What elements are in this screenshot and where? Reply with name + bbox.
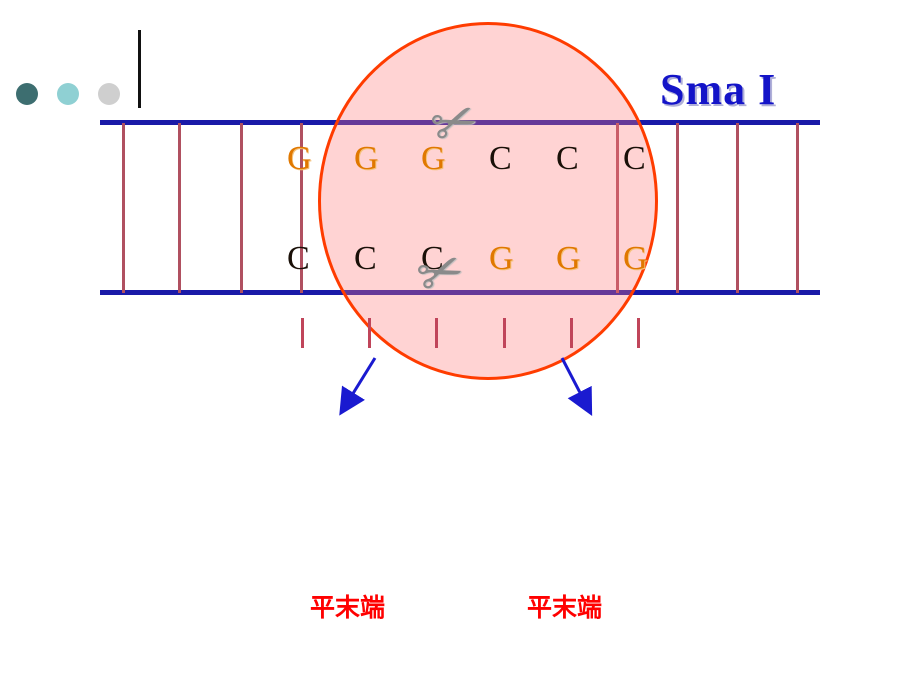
arrow-left bbox=[339, 357, 377, 416]
dna-rung bbox=[240, 123, 243, 293]
dna-rung bbox=[178, 123, 181, 293]
base-bottom-3: C bbox=[421, 240, 444, 277]
text-cursor-bar bbox=[138, 30, 141, 108]
bullet-dot-icon-1 bbox=[16, 83, 38, 105]
base-bottom-5: G bbox=[556, 240, 581, 277]
base-top-6: C bbox=[623, 140, 646, 177]
base-top-1: G bbox=[287, 140, 312, 177]
enzyme-title: Sma I bbox=[660, 65, 777, 114]
base-bottom-1: C bbox=[287, 240, 310, 277]
dna-rung bbox=[736, 123, 739, 293]
bullet-dot-icon-3 bbox=[98, 83, 120, 105]
hydrogen-bond-tick bbox=[570, 318, 573, 348]
label-blunt-end-left: 平末端 bbox=[310, 593, 386, 622]
hydrogen-bond-tick bbox=[368, 318, 371, 348]
arrow-right bbox=[560, 357, 593, 416]
hydrogen-bond-tick bbox=[503, 318, 506, 348]
bullet-dot-icon-2 bbox=[57, 83, 79, 105]
dna-rung bbox=[676, 123, 679, 293]
dna-rung bbox=[300, 123, 303, 293]
base-top-5: C bbox=[556, 140, 579, 177]
cut-site-highlight-circle bbox=[318, 22, 658, 380]
base-top-3: G bbox=[421, 140, 446, 177]
hydrogen-bond-tick bbox=[637, 318, 640, 348]
base-bottom-2: C bbox=[354, 240, 377, 277]
base-top-4: C bbox=[489, 140, 512, 177]
base-top-2: G bbox=[354, 140, 379, 177]
dna-rung bbox=[122, 123, 125, 293]
base-bottom-6: G bbox=[623, 240, 648, 277]
hydrogen-bond-tick bbox=[435, 318, 438, 348]
base-bottom-4: G bbox=[489, 240, 514, 277]
dna-rung bbox=[796, 123, 799, 293]
label-blunt-end-right: 平末端 bbox=[527, 593, 603, 622]
hydrogen-bond-tick bbox=[301, 318, 304, 348]
